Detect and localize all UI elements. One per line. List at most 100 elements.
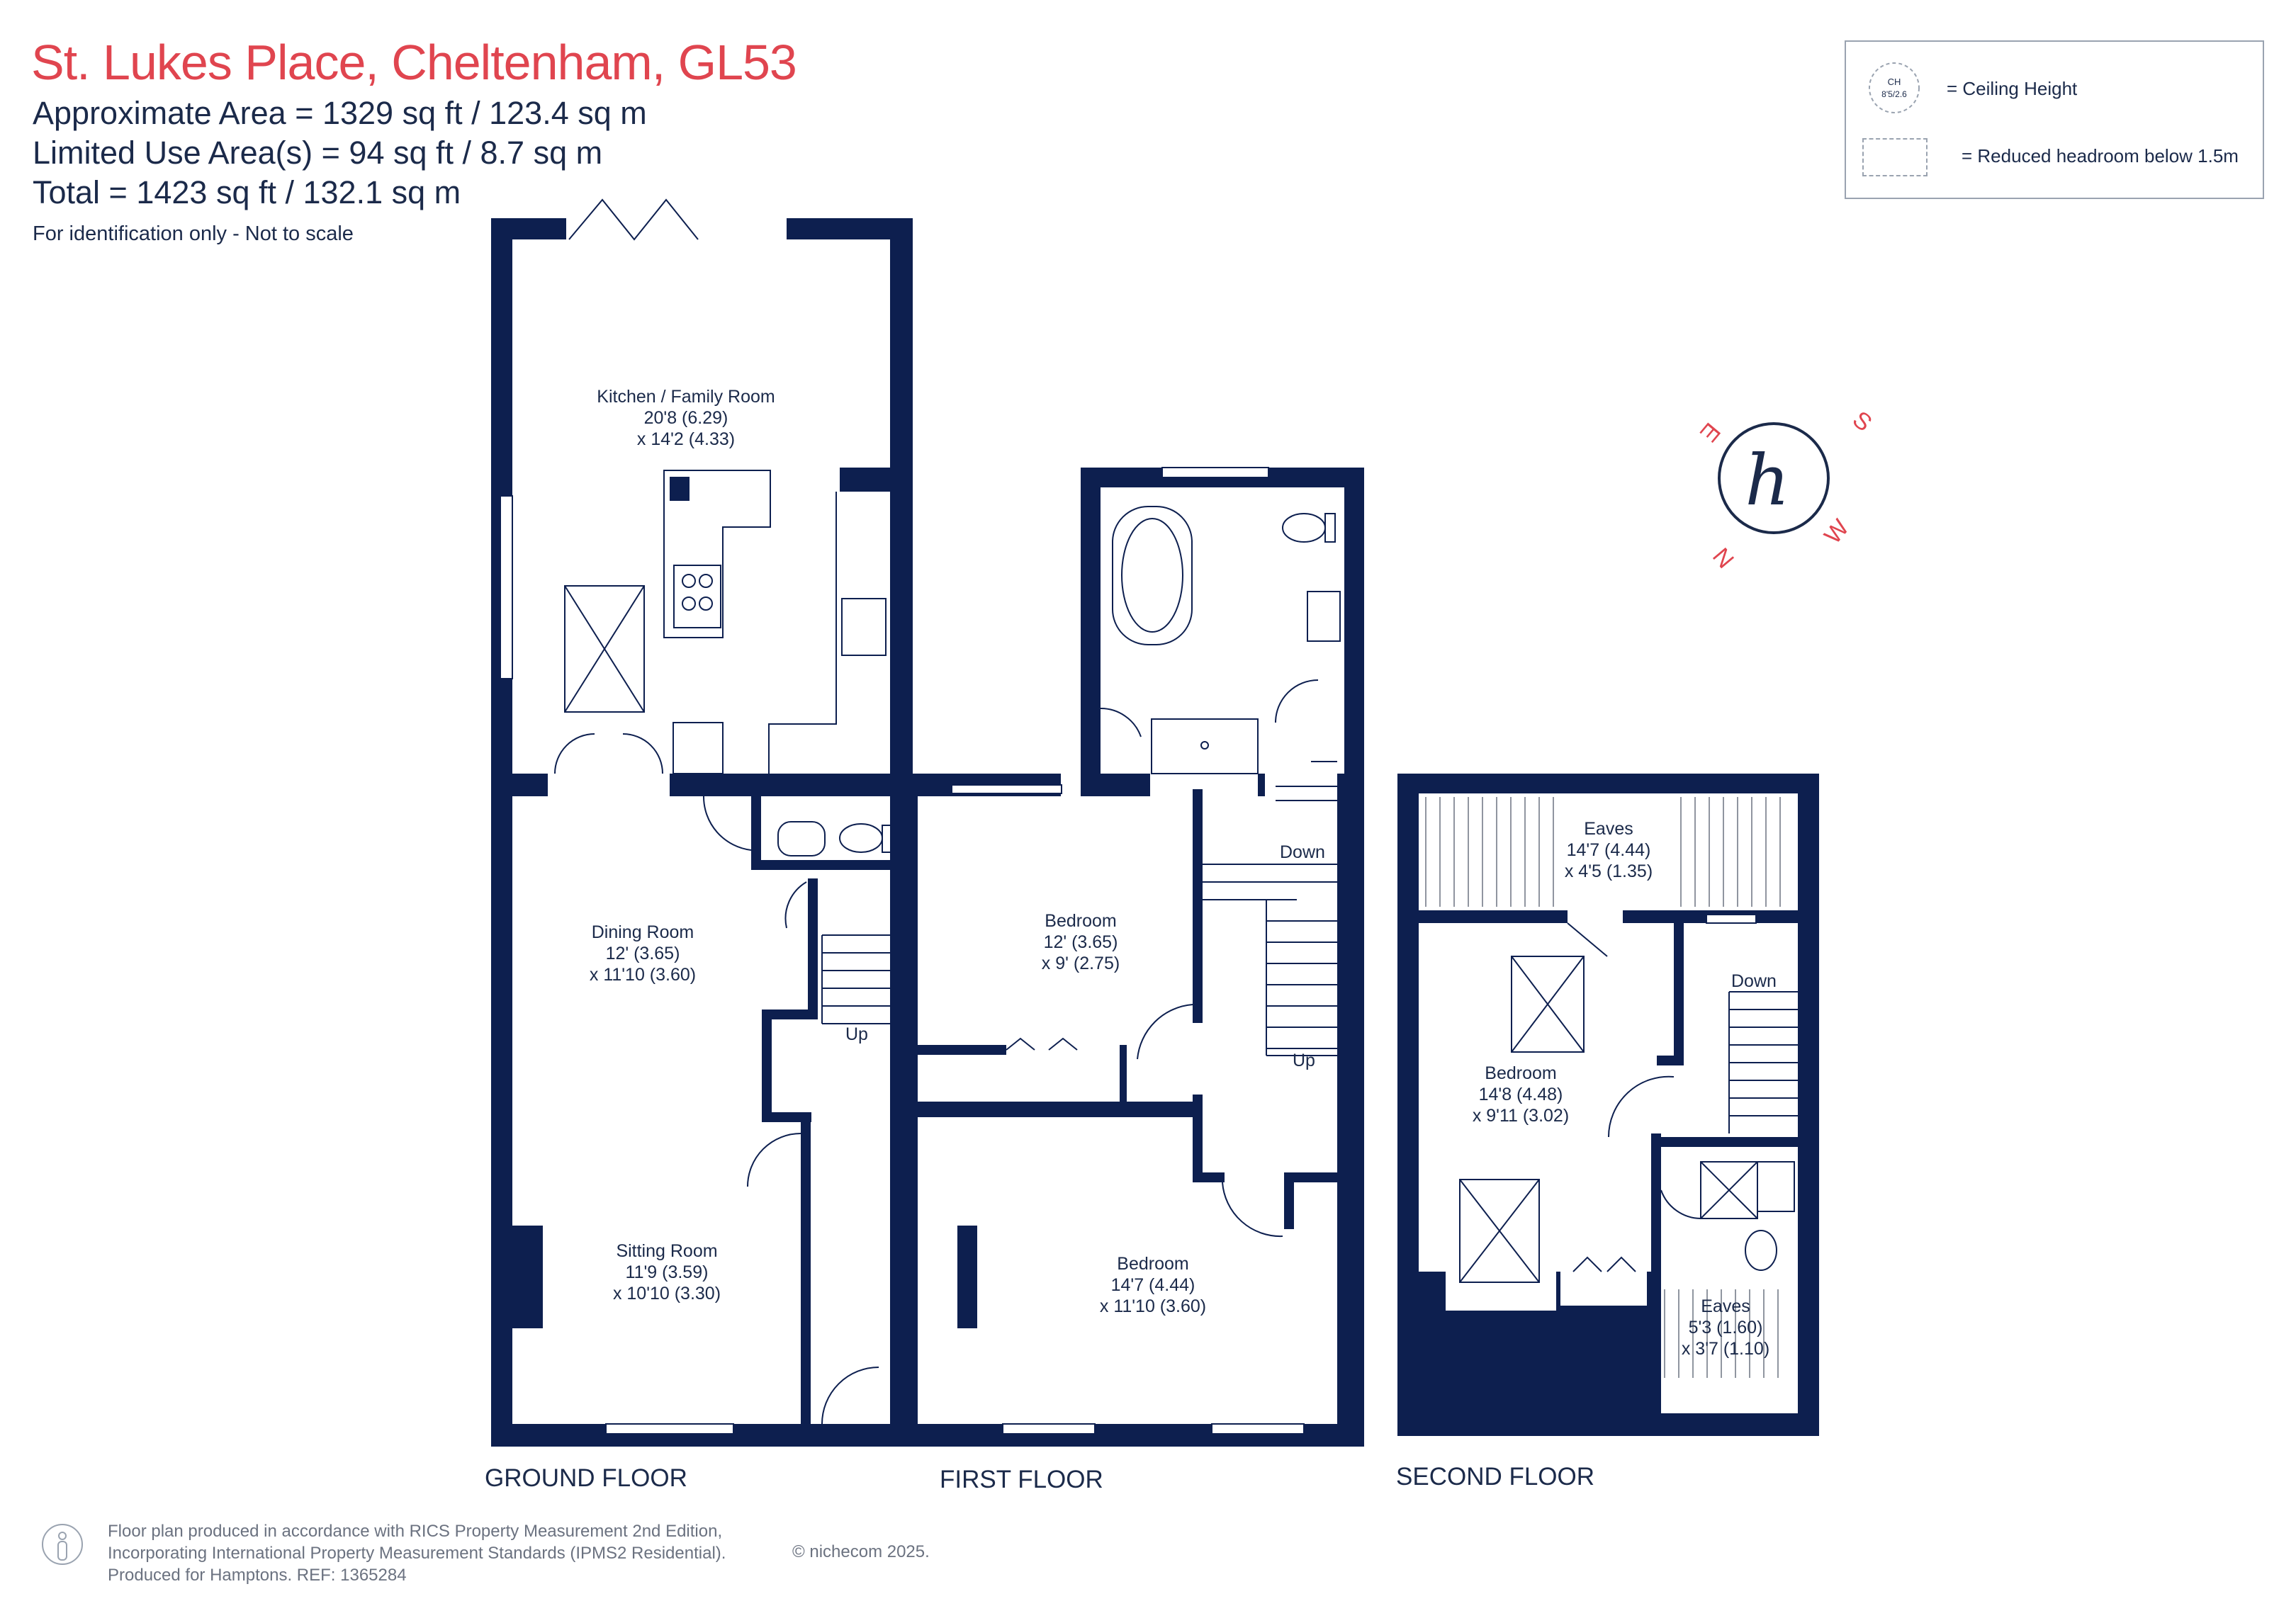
- wall: [1284, 1172, 1348, 1182]
- room-dim: x 11'10 (3.60): [590, 965, 696, 985]
- reduced-headroom-icon: [1862, 138, 1928, 176]
- room-dim: x 9' (2.75): [1042, 954, 1120, 973]
- wall: [1344, 468, 1364, 783]
- roof-light: [1511, 956, 1585, 1053]
- ceiling-icon-bottom: 8'5/2.6: [1881, 89, 1907, 99]
- compass-e: E: [1694, 417, 1726, 447]
- first-stairs: [1203, 761, 1337, 1056]
- room-dim: 14'8 (4.48): [1479, 1085, 1563, 1104]
- window: [1161, 467, 1269, 478]
- room-dim: x 11'10 (3.60): [1100, 1296, 1206, 1316]
- wall: [1657, 1056, 1684, 1065]
- wall: [1419, 910, 1568, 923]
- wall: [808, 878, 818, 1017]
- hamptons-logo: h S W N E: [1694, 406, 1876, 573]
- copyright: © nichecom 2025.: [792, 1542, 930, 1561]
- bifold-door: [568, 198, 699, 241]
- stairs-down-label: Down: [1280, 842, 1325, 862]
- second-stairs: [1728, 991, 1798, 1133]
- second-floor-fixtures: [1425, 797, 1798, 1378]
- wall: [762, 1112, 811, 1122]
- window: [605, 1423, 734, 1435]
- wall: [751, 796, 761, 870]
- basin: [1307, 591, 1341, 642]
- compass-n: N: [1708, 543, 1740, 573]
- wc-basin: [777, 821, 826, 856]
- second-floor-label: SECOND FLOOR: [1396, 1463, 1594, 1491]
- room-dim: x 4'5 (1.35): [1565, 861, 1653, 881]
- stairs-down-label: Down: [1731, 971, 1777, 991]
- wall: [762, 1010, 772, 1119]
- wall: [1397, 774, 1819, 793]
- room-dim: 20'8 (6.29): [644, 408, 728, 428]
- room-name: Dining Room: [592, 922, 694, 942]
- limited-use-area: Limited Use Area(s) = 94 sq ft / 8.7 sq …: [33, 135, 603, 171]
- room-name: Bedroom: [1045, 911, 1116, 931]
- island-appliance: [670, 477, 690, 501]
- room-dim: x 3'7 (1.10): [1682, 1339, 1769, 1359]
- wall: [840, 468, 891, 492]
- roof-light: [1459, 1179, 1540, 1283]
- hob: [673, 565, 721, 628]
- kitchen-island: [663, 470, 771, 638]
- page-title: St. Lukes Place, Cheltenham, GL53: [31, 35, 797, 90]
- toilet: [1282, 513, 1326, 543]
- door-swing: [747, 1133, 801, 1187]
- wall: [1120, 1045, 1127, 1109]
- door-swing: [1222, 1182, 1283, 1238]
- chimney: [957, 1226, 977, 1328]
- counter: [768, 492, 837, 774]
- wall: [1193, 1172, 1225, 1182]
- logo-letter: h: [1745, 441, 1789, 521]
- door-swing: [1137, 1004, 1193, 1060]
- wall: [918, 1102, 1201, 1117]
- sink: [841, 598, 887, 656]
- eaves-hatching: [1425, 797, 1781, 1378]
- footer-line: Incorporating International Property Mea…: [108, 1544, 726, 1563]
- shower: [1151, 718, 1259, 774]
- wc-toilet: [839, 823, 883, 853]
- disclaimer: For identification only - Not to scale: [33, 222, 354, 245]
- wall: [1258, 774, 1265, 796]
- room-name: Bedroom: [1485, 1063, 1556, 1083]
- window: [1211, 1423, 1305, 1435]
- room-dim: 14'7 (4.44): [1567, 840, 1651, 860]
- fridge: [673, 722, 724, 774]
- stairs-up-label: Up: [845, 1024, 868, 1044]
- ceiling-icon-top: CH: [1888, 77, 1901, 87]
- window: [1706, 914, 1757, 924]
- legend-box: [1845, 40, 2264, 199]
- window: [500, 495, 513, 679]
- room-dim: x 9'11 (3.02): [1473, 1106, 1569, 1126]
- footer-text: Floor plan produced in accordance with R…: [108, 1520, 726, 1586]
- wall: [1193, 789, 1203, 1023]
- room-dim: 5'3 (1.60): [1689, 1318, 1763, 1338]
- room-name: Eaves: [1701, 1296, 1750, 1316]
- footer-line: Produced for Hamptons. REF: 1365284: [108, 1566, 407, 1585]
- compass-w: W: [1819, 514, 1855, 549]
- wall: [670, 774, 913, 796]
- second-floor-labels: Eaves 14'7 (4.44) x 4'5 (1.35) Bedroom 1…: [1396, 819, 1777, 1491]
- wall: [1337, 774, 1364, 1447]
- wall: [1651, 1137, 1798, 1147]
- wall: [1651, 1133, 1661, 1279]
- wall: [1101, 774, 1150, 796]
- room-dim: x 10'10 (3.30): [613, 1284, 721, 1304]
- ground-stairs: [821, 934, 890, 1024]
- wall: [896, 774, 918, 1447]
- legend-ceiling-label: = Ceiling Height: [1947, 78, 2078, 99]
- wardrobe-door: [1572, 1256, 1602, 1272]
- chimney: [510, 1226, 543, 1328]
- wardrobe-door: [1006, 1037, 1035, 1051]
- door-swing: [1275, 679, 1319, 723]
- second-floor-plan: [1397, 774, 1819, 1436]
- wall: [1674, 923, 1684, 1065]
- window: [1002, 1423, 1096, 1435]
- room-dim: 14'7 (4.44): [1111, 1275, 1195, 1295]
- room-dim: 11'9 (3.59): [626, 1262, 709, 1282]
- person-icon: [42, 1524, 83, 1565]
- first-floor-labels: Bedroom 12' (3.65) x 9' (2.75) Bedroom 1…: [940, 842, 1325, 1493]
- room-dim: 12' (3.65): [1044, 932, 1118, 952]
- wall: [762, 1010, 818, 1019]
